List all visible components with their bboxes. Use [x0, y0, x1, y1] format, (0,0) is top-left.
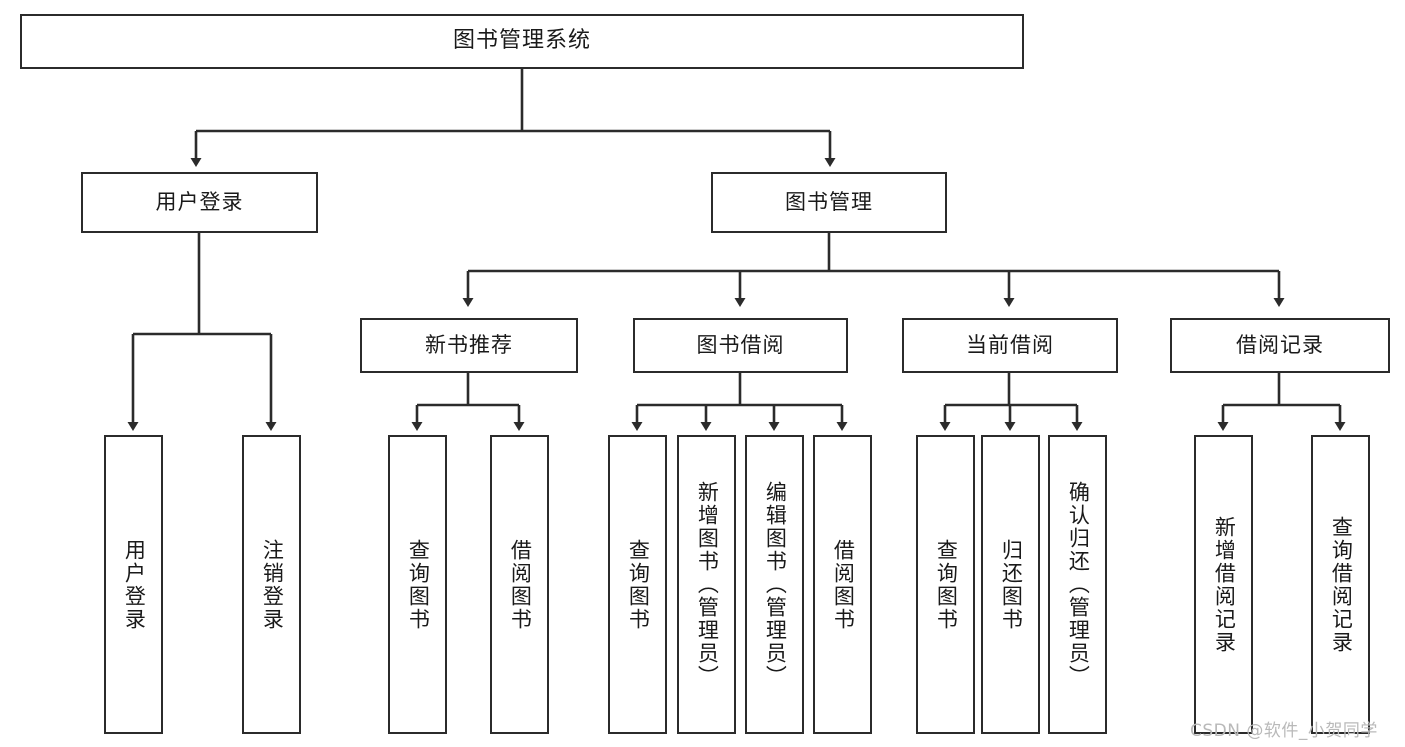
- leaf-add-book[interactable]: 新增图书（管理员）: [677, 435, 736, 734]
- leaf-label: 查询图书: [406, 538, 431, 631]
- node-new-book-recommend[interactable]: 新书推荐: [360, 318, 578, 373]
- leaf-query-book-2[interactable]: 查询图书: [608, 435, 667, 734]
- leaf-label: 确认归还（管理员）: [1066, 481, 1091, 688]
- leaf-label: 借阅图书: [831, 538, 856, 631]
- leaf-user-login[interactable]: 用户登录: [104, 435, 163, 734]
- leaf-label: 用户登录: [122, 538, 147, 631]
- node-root-system[interactable]: 图书管理系统: [20, 14, 1024, 69]
- node-current-borrow[interactable]: 当前借阅: [902, 318, 1118, 373]
- leaf-borrow-book-1[interactable]: 借阅图书: [490, 435, 549, 734]
- leaf-add-record[interactable]: 新增借阅记录: [1194, 435, 1253, 734]
- leaf-label: 新增借阅记录: [1212, 515, 1237, 654]
- node-borrow-record[interactable]: 借阅记录: [1170, 318, 1390, 373]
- leaf-label: 注销登录: [260, 538, 285, 631]
- leaf-label: 编辑图书（管理员）: [763, 481, 788, 688]
- leaf-edit-book[interactable]: 编辑图书（管理员）: [745, 435, 804, 734]
- leaf-label: 查询图书: [934, 538, 959, 631]
- leaf-query-record[interactable]: 查询借阅记录: [1311, 435, 1370, 734]
- leaf-query-book-3[interactable]: 查询图书: [916, 435, 975, 734]
- leaf-borrow-book-2[interactable]: 借阅图书: [813, 435, 872, 734]
- leaf-label: 查询图书: [626, 538, 651, 631]
- leaf-label: 借阅图书: [508, 538, 533, 631]
- leaf-confirm-return[interactable]: 确认归还（管理员）: [1048, 435, 1107, 734]
- node-book-borrow[interactable]: 图书借阅: [633, 318, 848, 373]
- node-book-manage[interactable]: 图书管理: [711, 172, 947, 233]
- leaf-label: 查询借阅记录: [1329, 515, 1354, 654]
- leaf-logout-login[interactable]: 注销登录: [242, 435, 301, 734]
- leaf-query-book-1[interactable]: 查询图书: [388, 435, 447, 734]
- leaf-return-book[interactable]: 归还图书: [981, 435, 1040, 734]
- leaf-label: 归还图书: [999, 538, 1024, 631]
- watermark-text: CSDN @软件_小贺同学: [1190, 721, 1378, 741]
- node-user-login[interactable]: 用户登录: [81, 172, 318, 233]
- leaf-label: 新增图书（管理员）: [695, 481, 720, 688]
